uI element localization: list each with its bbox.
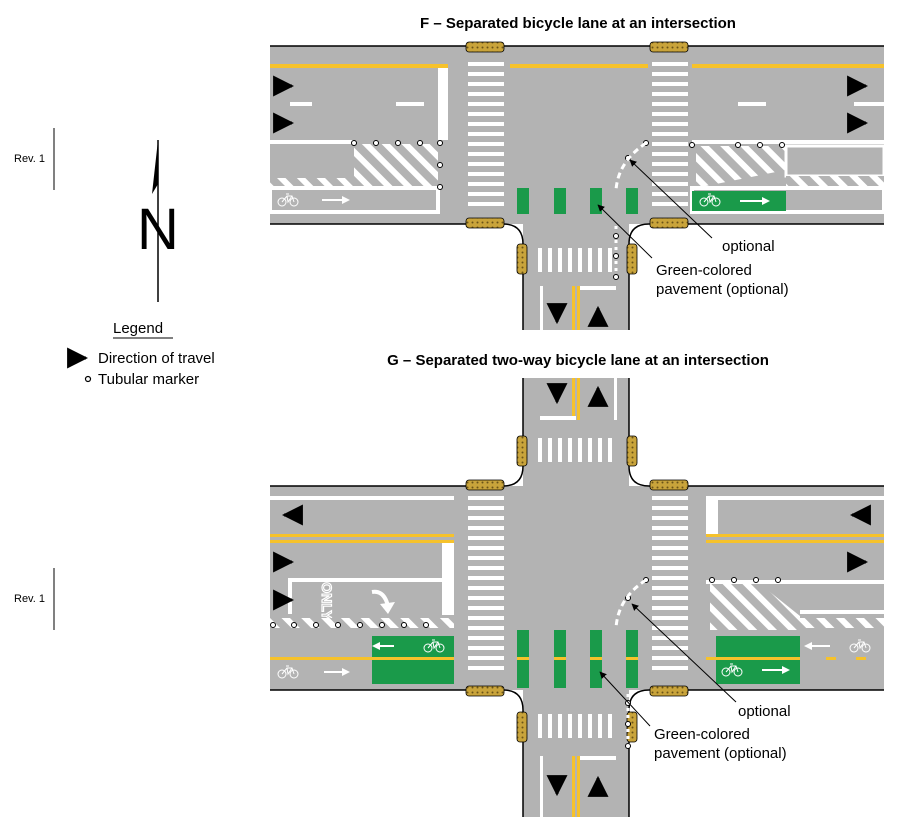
panel-f-green-2: pavement (optional) [656,281,789,298]
north-letter: N [137,197,179,262]
panel-g-green-1: Green-colored [654,726,750,743]
only-marking: ONLY [319,582,335,620]
revision-text: Rev. 1 [14,593,45,605]
crosswalk-south [538,248,612,272]
crosswalk-south-g [538,714,612,738]
revision-mark-top: Rev. 1 [14,128,55,190]
revision-mark-bottom: Rev. 1 [14,568,55,630]
south-road-g [523,690,629,817]
north-arrow: N [137,140,179,302]
tubular-markers-west-g [270,622,429,628]
green-lane-east [692,191,786,211]
panel-f-title: F – Separated bicycle lane at an interse… [420,15,736,32]
crosswalk-north [538,438,612,462]
legend: Legend Direction of travel Tubular marke… [67,320,215,388]
panel-f-optional: optional [722,238,775,255]
panel-g-optional: optional [738,703,791,720]
green-crossing [517,188,638,214]
legend-marker: Tubular marker [98,371,199,388]
north-arrow-icon [152,140,158,194]
panel-g-green-2: pavement (optional) [654,745,787,762]
panel-f: F – Separated bicycle lane at an interse… [268,15,886,330]
revision-text: Rev. 1 [14,153,45,165]
north-road [523,378,629,486]
panel-g: G – Separated two-way bicycle lane at an… [270,352,884,817]
legend-title: Legend [113,320,163,337]
tubular-markers-west [351,140,443,190]
tubular-markers-east [625,140,785,161]
crosswalk-west [468,62,504,206]
panel-f-green-1: Green-colored [656,262,752,279]
tubular-marker-icon [84,375,92,383]
panel-g-title: G – Separated two-way bicycle lane at an… [387,352,769,369]
legend-direction: Direction of travel [98,350,215,367]
crosswalk-east-g [652,496,688,670]
crosswalk-west-g [468,496,504,670]
crosswalk-east [652,62,688,206]
